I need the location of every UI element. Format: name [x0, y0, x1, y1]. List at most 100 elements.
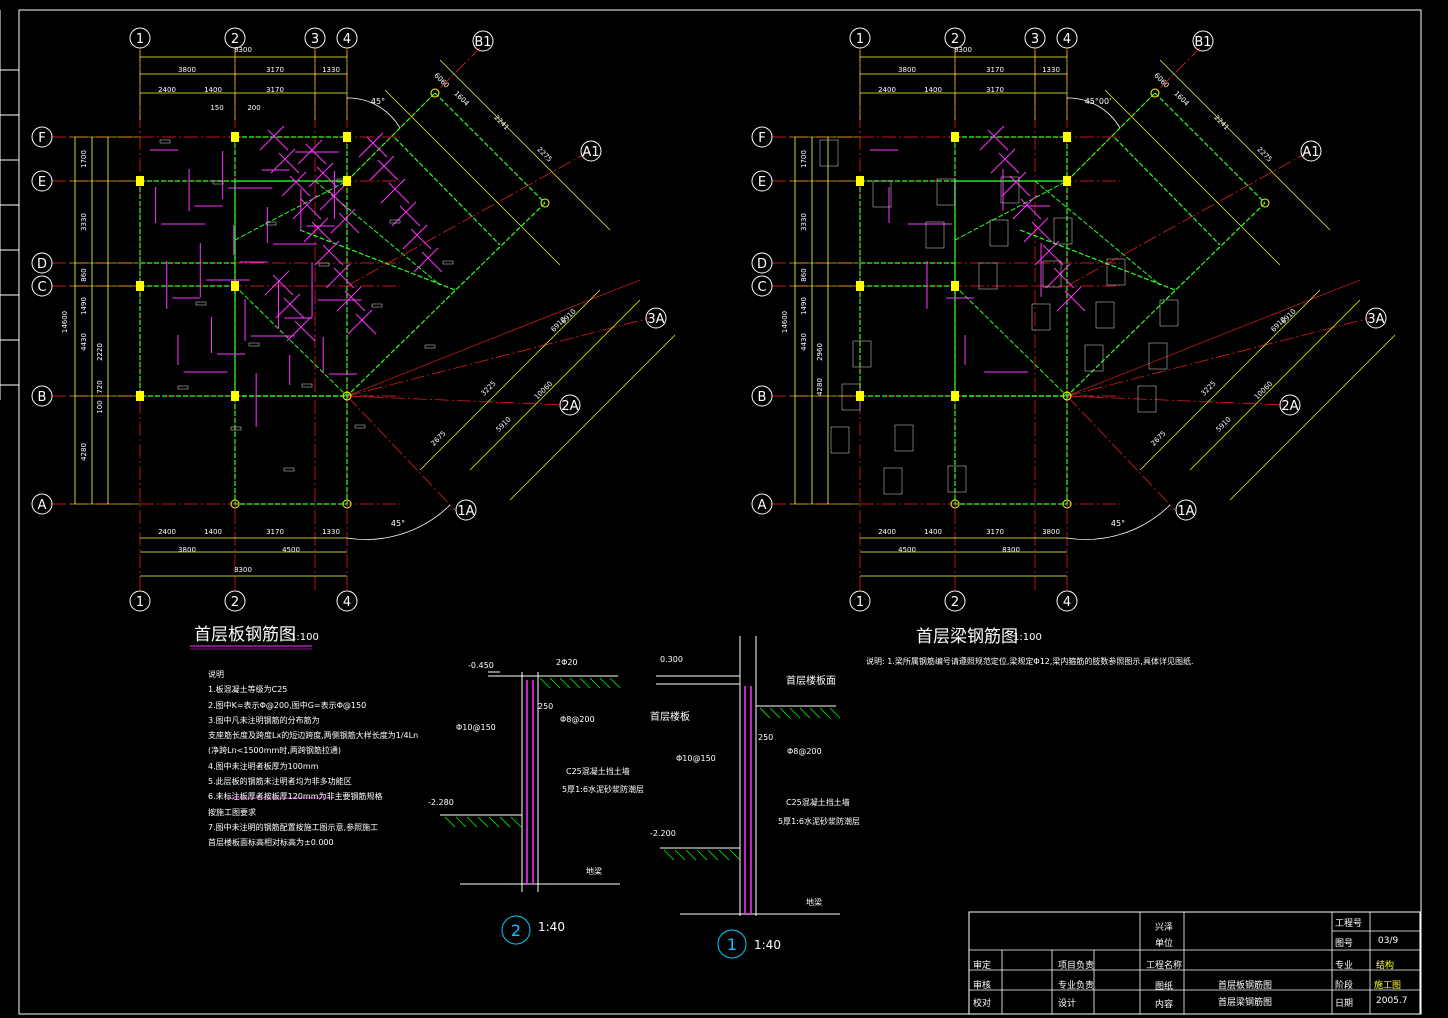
soil-hatch: [789, 707, 801, 719]
dim-diag-label: 1604: [1172, 89, 1191, 108]
soil-hatch: [477, 816, 489, 828]
grid-bubble-diag-label: 3A: [1367, 312, 1384, 327]
grid-bubble-bottom: [224, 590, 246, 612]
note-line: 按施工图要求: [208, 807, 256, 817]
annotation-block: [212, 180, 224, 185]
column: [856, 176, 864, 186]
rebar-bar: [1001, 171, 1027, 197]
rebar-bar: [300, 198, 322, 220]
wall-outline: [234, 180, 348, 397]
dim-top: 1330: [1042, 66, 1060, 74]
column: [856, 391, 864, 401]
soil-hatch: [696, 849, 708, 861]
rebar-bar: [270, 148, 296, 174]
detail2-scale: 1:40: [538, 920, 565, 934]
plan-scale-slab: 1:100: [290, 632, 319, 643]
dim-left: 4430: [800, 333, 808, 351]
note-line: 2.图中K=表示Φ@200,图中G=表示Φ@150: [208, 700, 367, 710]
soil-hatch: [579, 677, 591, 689]
rebar-bar: [305, 143, 327, 165]
rebar-bar: [316, 166, 338, 188]
note-line: 5.此层板的钢筋未注明者均为非多功能区: [208, 777, 352, 787]
wall-outline: [234, 395, 348, 505]
rebar-bar: [1034, 240, 1060, 266]
wall-line: [954, 285, 1068, 397]
wall-line: [1114, 137, 1221, 246]
grid-bubble-top-label: 2: [231, 32, 239, 47]
grid-bubble-bottom: [336, 590, 358, 612]
annotation-block: [177, 385, 189, 390]
dim-diag-label: 5910: [494, 415, 512, 433]
dim-bottom: 2400: [158, 528, 176, 536]
dim-diag: [439, 59, 611, 231]
grid-bubble-left-label: B: [758, 390, 767, 405]
grid-bubble-left-label: E: [38, 175, 46, 190]
column: [136, 391, 144, 401]
stage-label: 阶段: [1335, 981, 1354, 991]
rebar-bar: [319, 185, 345, 211]
grid-bubble-left: [751, 385, 773, 407]
dim-diag-label: 10060: [1253, 380, 1274, 401]
column: [856, 281, 864, 291]
wall-line: [434, 92, 546, 204]
soil-hatch: [609, 677, 621, 689]
detail1-damp-proof: 5厚1:6水泥砂浆防潮层: [778, 817, 860, 826]
column: [231, 391, 239, 401]
rebar-bar: [333, 267, 355, 289]
rebar-bar: [380, 178, 406, 204]
dim-left: 1700: [80, 150, 88, 168]
detail1-elev-top: 0.300: [660, 655, 683, 664]
dim-left: 100: [96, 400, 104, 413]
role-review: 审核: [973, 981, 992, 991]
grid-bubble-diag: [645, 307, 667, 329]
wall-line: [234, 180, 348, 241]
dim-diag: [384, 89, 561, 266]
column: [951, 391, 959, 401]
grid-bubble-bottom-label: 2: [231, 595, 239, 610]
grid-bubble-top-label: 2: [951, 32, 959, 47]
wall-line: [1066, 202, 1266, 397]
annotation-block: [195, 301, 207, 306]
grid-bubble-bottom: [129, 590, 151, 612]
note-line: (净跨Ln<1500mm时,两跨钢筋拉通): [208, 746, 341, 756]
column-round: [342, 499, 352, 509]
grid-bubble-left: [31, 275, 53, 297]
dim-diag: [1104, 89, 1281, 266]
soil-hatch: [510, 816, 522, 828]
grid-bubble-diag-label: 1A: [457, 504, 474, 519]
soil-hatch: [599, 677, 611, 689]
detail2-elev-top: -0.450: [468, 661, 494, 670]
grid-bubble-diag-label: B1: [1194, 35, 1211, 50]
dim-diag: [1229, 334, 1396, 501]
dim-left: 3330: [800, 213, 808, 231]
dim-left: 14600: [781, 311, 789, 333]
rebar-bar: [338, 212, 360, 234]
detail2-id: 2: [511, 921, 521, 940]
dim-top: 3170: [266, 86, 284, 94]
grid-bubble-top-label: 3: [1031, 32, 1039, 47]
annotation-block: [852, 340, 872, 368]
unit-label: 兴泽 单位: [1155, 923, 1174, 949]
soil-hatch: [729, 849, 741, 861]
soil-hatch: [569, 677, 581, 689]
annotation-block: [1084, 344, 1104, 372]
dim-left: 4430: [80, 333, 88, 351]
soil-hatch: [829, 707, 841, 719]
grid-bubble-left: [31, 252, 53, 274]
grid-bubble-top: [336, 27, 358, 49]
spec: 结构: [1376, 961, 1395, 971]
dim-diag-label: 2241: [1212, 113, 1230, 131]
column-round: [342, 391, 352, 401]
wall-line: [234, 285, 348, 397]
dim-bottom: 3800: [178, 546, 196, 554]
dim-top: 2400: [158, 86, 176, 94]
dim-bottom: 1330: [322, 528, 340, 536]
dim-left: 4280: [816, 378, 824, 396]
annotation-block: [248, 342, 260, 347]
grid-bubble-left: [31, 385, 53, 407]
annotation-block: [1137, 385, 1157, 413]
note-line: 3.图中凡未注明钢筋的分布筋为: [208, 715, 320, 725]
rebar-bar: [294, 320, 316, 342]
grid-bubble-left: [31, 126, 53, 148]
detail2-wall-thk: 250: [538, 702, 554, 711]
